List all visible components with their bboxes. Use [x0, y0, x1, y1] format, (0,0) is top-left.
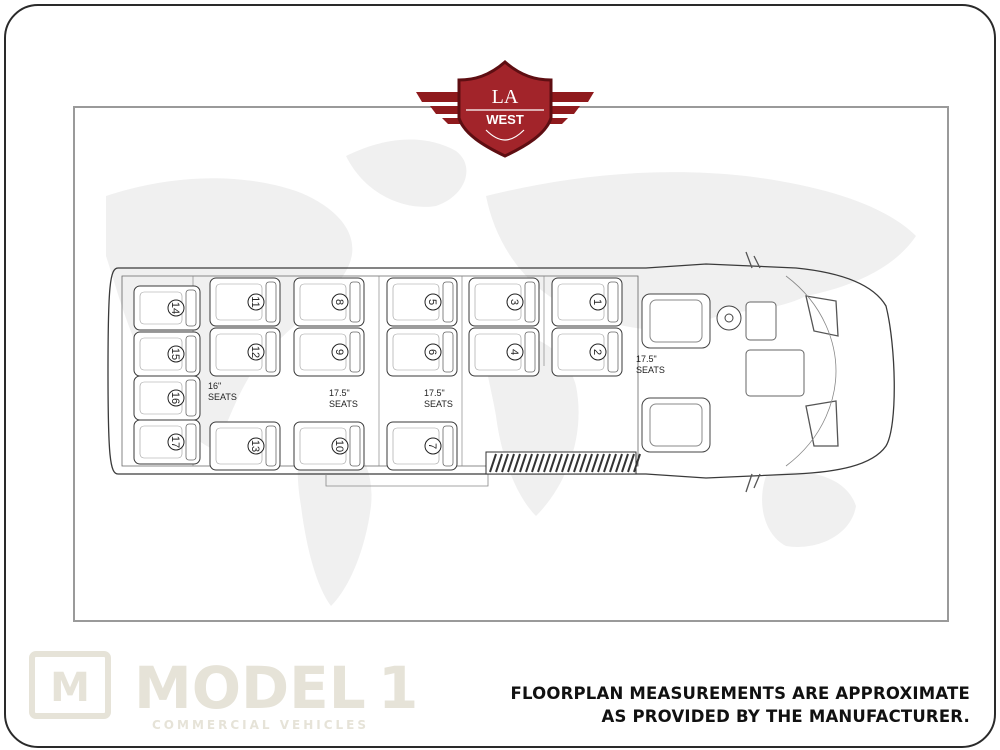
seat-number: 11: [249, 296, 261, 307]
watermark-tagline: COMMERCIAL VEHICLES: [152, 718, 369, 732]
seat-number: 15: [169, 348, 181, 360]
seat-number: 8: [333, 299, 345, 305]
seat: 4: [468, 327, 540, 377]
disclaimer: FLOORPLAN MEASUREMENTS ARE APPROXIMATE A…: [511, 682, 970, 728]
seat-size-labels: 16" SEATS 17.5" SEATS 17.5" SEATS 17.5" …: [208, 354, 665, 409]
watermark-number: 1: [378, 654, 418, 722]
watermark-name: MODEL: [134, 654, 366, 722]
seat-number: 17: [169, 436, 181, 448]
seat: 2: [551, 327, 623, 377]
driver-seat: [641, 397, 711, 453]
rear-seat-size: 16": [208, 381, 221, 391]
logo-line1: LA: [492, 86, 519, 108]
entry-step: [485, 451, 641, 475]
seat-number: 10: [333, 440, 345, 452]
logo-line2: WEST: [486, 112, 524, 127]
seat-number: 7: [426, 443, 438, 449]
seat: 3: [468, 277, 540, 327]
seat: 7: [386, 421, 458, 471]
front-seat-size: 17.5": [636, 354, 657, 364]
model-1-watermark: M MODEL 1 COMMERCIAL VEHICLES: [29, 651, 418, 732]
seat-number: 5: [426, 299, 438, 305]
seat: 17: [133, 419, 201, 465]
middle-left-seat-size: 17.5": [329, 388, 350, 398]
seat-number: 12: [249, 346, 261, 358]
seat-number: 14: [169, 302, 181, 314]
front-seat-word: SEATS: [636, 365, 665, 375]
seat: 5: [386, 277, 458, 327]
seat: 16: [133, 375, 201, 421]
passenger-cab-seat: [641, 293, 711, 349]
seat: 8: [293, 277, 365, 327]
seat-number: 3: [508, 299, 520, 305]
seat: 1: [551, 277, 623, 327]
floorplan-diagram: LA WEST: [29, 60, 916, 732]
seat: 12: [209, 327, 281, 377]
seat: 14: [133, 285, 201, 331]
seat-number: 16: [169, 392, 181, 404]
middle-right-seat-word: SEATS: [424, 399, 453, 409]
seat-number: 6: [426, 349, 438, 355]
seat: 6: [386, 327, 458, 377]
seat-number: 9: [333, 349, 345, 355]
watermark-mark: M: [50, 665, 90, 711]
seat: 13: [209, 421, 281, 471]
seat: 10: [293, 421, 365, 471]
rear-seat-word: SEATS: [208, 392, 237, 402]
seat-number: 4: [508, 349, 520, 355]
middle-left-seat-word: SEATS: [329, 399, 358, 409]
slide: LA WEST: [4, 4, 996, 748]
seat: 11: [209, 277, 281, 327]
driver-cab: [641, 293, 805, 453]
seat: 15: [133, 331, 201, 377]
disclaimer-line-1: FLOORPLAN MEASUREMENTS ARE APPROXIMATE: [510, 684, 970, 703]
disclaimer-line-2: AS PROVIDED BY THE MANUFACTURER.: [601, 707, 970, 726]
seat-number: 13: [249, 440, 261, 452]
middle-right-seat-size: 17.5": [424, 388, 445, 398]
la-west-logo: LA WEST: [416, 60, 594, 158]
seat-number: 1: [591, 299, 603, 305]
seat-number: 2: [591, 349, 603, 355]
seat: 9: [293, 327, 365, 377]
steering-wheel-icon: [716, 305, 742, 331]
